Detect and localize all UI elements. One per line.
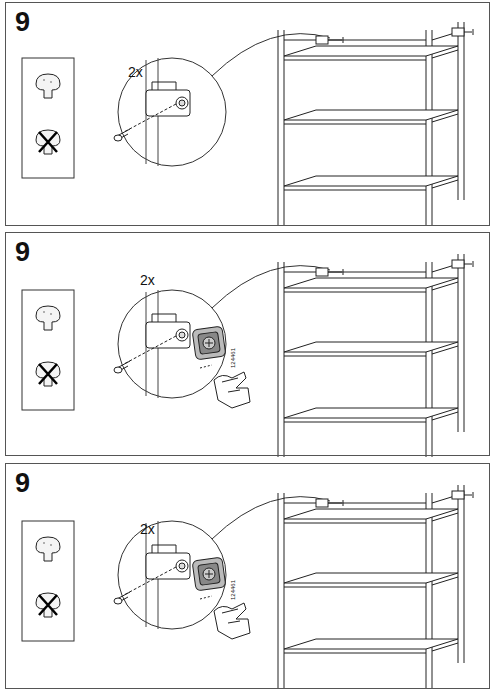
step-number: 9	[15, 468, 30, 499]
quantity-label: 2x	[128, 64, 143, 80]
step-number: 9	[15, 237, 30, 268]
step-panel: 9	[5, 2, 490, 226]
quantity-label: 2x	[140, 521, 155, 537]
part-number: 124461	[230, 580, 236, 600]
part-number: 124461	[230, 348, 236, 368]
quantity-label: 2x	[140, 272, 155, 288]
step-panel: 9	[5, 463, 490, 689]
step-number: 9	[15, 7, 30, 38]
step-panel: 9	[5, 232, 490, 456]
